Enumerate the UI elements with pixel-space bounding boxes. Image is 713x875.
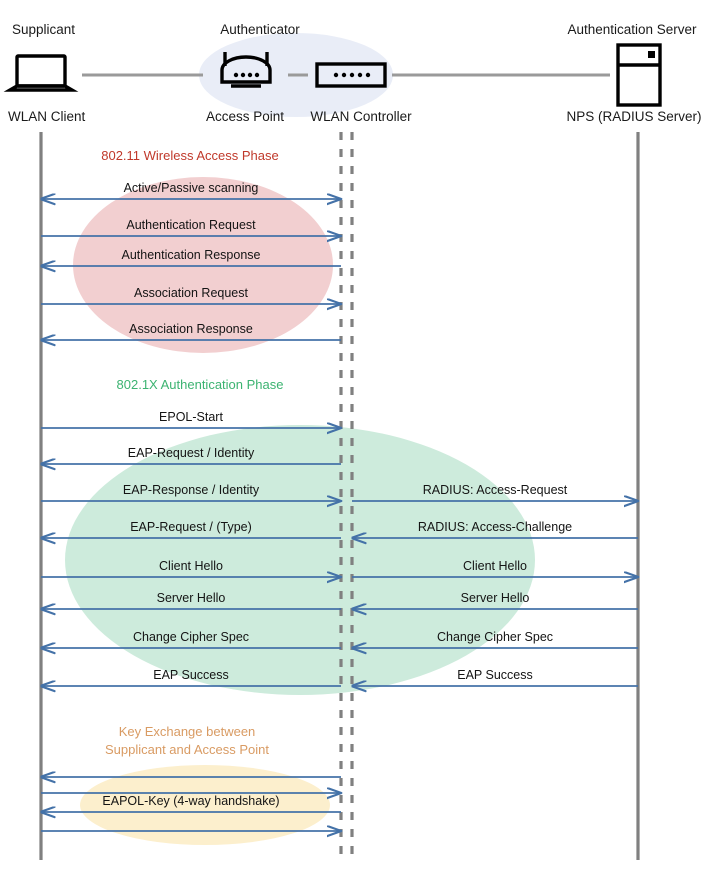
message-phase-8021x-2: EAP-Response / Identity <box>41 483 341 501</box>
message-label: RADIUS: Access-Request <box>423 483 568 497</box>
message-label: Client Hello <box>463 559 527 573</box>
message-label: Authentication Request <box>126 218 256 232</box>
phase-label-8021x: 802.1X Authentication Phase <box>117 377 284 392</box>
message-label: EAP-Request / Identity <box>128 446 255 460</box>
phase-80211-ellipse <box>73 177 333 353</box>
actor-device-supplicant: WLAN Client <box>8 109 86 124</box>
actor-device-access-point: Access Point <box>206 109 284 124</box>
message-label: Server Hello <box>461 591 530 605</box>
phase-keyexchange-ellipse <box>80 765 330 845</box>
laptop-icon <box>3 54 79 92</box>
phase-8021x-ellipse <box>65 425 535 695</box>
message-label: EAP Success <box>153 668 229 682</box>
message-label: EAP-Response / Identity <box>123 483 260 497</box>
message-label: EPOL-Start <box>159 410 223 424</box>
message-phase-8021x-r4: Change Cipher Spec <box>352 630 638 648</box>
message-phase-80211-2: Authentication Response <box>41 248 341 266</box>
message-label: Authentication Response <box>122 248 261 262</box>
message-label: Client Hello <box>159 559 223 573</box>
message-phase-80211-0: Active/Passive scanning <box>41 181 341 199</box>
actor-role-authenticator: Authenticator <box>220 22 300 37</box>
message-label: Change Cipher Spec <box>133 630 249 644</box>
phase-label-keyexchange-line2: Supplicant and Access Point <box>105 742 269 757</box>
message-phase-8021x-0: EPOL-Start <box>41 410 341 428</box>
message-phase-keyexchange-2: EAPOL-Key (4-way handshake) <box>41 794 341 812</box>
actor-device-wlan-controller: WLAN Controller <box>310 109 412 124</box>
message-phase-80211-3: Association Request <box>41 286 341 304</box>
message-phase-8021x-r2: Client Hello <box>352 559 638 577</box>
message-phase-8021x-r0: RADIUS: Access-Request <box>352 483 638 501</box>
phase-label-80211: 802.11 Wireless Access Phase <box>101 148 279 163</box>
wlan-controller-icon <box>315 62 387 88</box>
message-phase-8021x-5: Server Hello <box>41 591 341 609</box>
message-phase-8021x-1: EAP-Request / Identity <box>41 446 341 464</box>
message-label: Change Cipher Spec <box>437 630 553 644</box>
message-label: RADIUS: Access-Challenge <box>418 520 572 534</box>
message-label: Association Request <box>134 286 248 300</box>
message-label: Server Hello <box>157 591 226 605</box>
message-phase-8021x-3: EAP-Request / (Type) <box>41 520 341 538</box>
message-phase-8021x-r1: RADIUS: Access-Challenge <box>352 520 638 538</box>
server-icon <box>616 43 662 107</box>
message-phase-80211-1: Authentication Request <box>41 218 341 236</box>
message-label: Active/Passive scanning <box>124 181 259 195</box>
message-phase-8021x-r5: EAP Success <box>352 668 638 686</box>
message-phase-8021x-7: EAP Success <box>41 668 341 686</box>
message-phase-8021x-4: Client Hello <box>41 559 341 577</box>
message-label: EAP Success <box>457 668 533 682</box>
access-point-icon <box>220 52 272 88</box>
message-phase-8021x-r3: Server Hello <box>352 591 638 609</box>
actor-device-nps: NPS (RADIUS Server) <box>566 109 701 124</box>
message-label: EAPOL-Key (4-way handshake) <box>102 794 279 808</box>
message-phase-80211-4: Association Response <box>41 322 341 340</box>
message-label: EAP-Request / (Type) <box>130 520 252 534</box>
actor-role-supplicant: Supplicant <box>12 22 75 37</box>
message-phase-8021x-6: Change Cipher Spec <box>41 630 341 648</box>
phase-label-keyexchange-line1: Key Exchange between <box>119 724 256 739</box>
message-label: Association Response <box>129 322 253 336</box>
phase-ellipse-group <box>65 177 535 845</box>
actor-role-authentication-server: Authentication Server <box>567 22 697 37</box>
